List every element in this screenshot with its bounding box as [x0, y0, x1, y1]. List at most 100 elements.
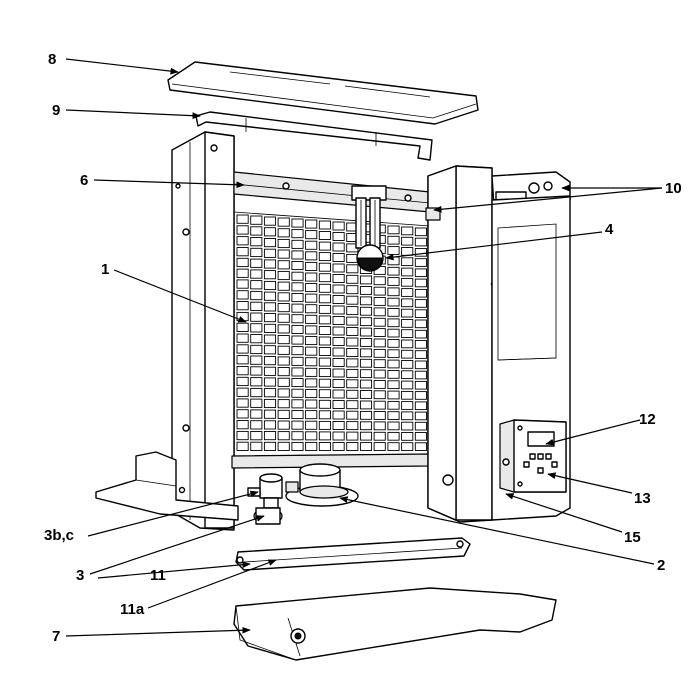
grid-cell: [318, 315, 331, 325]
grid-cell: [373, 286, 386, 296]
grid-cell: [414, 360, 427, 370]
grid-cell: [277, 356, 290, 366]
grid-cell: [401, 432, 414, 441]
grid-cell: [414, 442, 427, 451]
grid-cell: [318, 399, 331, 409]
grid-cell: [332, 274, 345, 283]
grid-cell: [305, 261, 318, 271]
callout-13: 13: [634, 490, 651, 507]
grid-cell: [346, 358, 359, 368]
pump-assembly: [285, 463, 359, 507]
grid-cell: [373, 359, 386, 369]
grid-cell: [250, 301, 263, 311]
grid-cell: [236, 301, 249, 311]
grid-cell: [305, 251, 318, 261]
grid-cell: [263, 441, 277, 451]
grid-cell: [305, 240, 318, 250]
grid-cell: [277, 238, 290, 249]
probe-assembly: [351, 185, 387, 272]
grid-cell: [263, 388, 277, 398]
grid-cell: [250, 312, 263, 322]
grid-cell: [305, 389, 318, 399]
grid-cell: [263, 398, 277, 409]
grid-cell: [346, 337, 359, 347]
grid-cell: [305, 378, 318, 388]
grid-cell: [373, 348, 386, 358]
grid-cell: [373, 431, 386, 441]
grid-cell: [236, 355, 249, 365]
water-valve: [247, 473, 299, 525]
grid-cell: [305, 410, 318, 420]
grid-cell: [291, 346, 304, 356]
grid-cell: [291, 303, 304, 313]
left-side-panel: [171, 131, 235, 531]
grid-cell: [401, 226, 414, 236]
grid-cell: [332, 253, 345, 262]
grid-cell: [387, 370, 400, 379]
grid-cell: [277, 249, 290, 259]
grid-cell: [414, 248, 427, 257]
grid-cell: [263, 248, 277, 258]
grid-cell: [373, 328, 386, 337]
grid-cell: [387, 421, 400, 431]
grid-cell: [263, 280, 277, 291]
grid-cell: [236, 333, 249, 343]
grid-cell: [250, 441, 263, 451]
grid-cell: [263, 431, 277, 441]
grid-cell: [291, 261, 304, 271]
grid-cell: [373, 390, 386, 400]
grid-cell: [387, 339, 400, 348]
grid-cell: [414, 299, 427, 308]
top-cover-panel: [167, 61, 479, 125]
grid-cell: [359, 296, 373, 306]
grid-cell: [401, 442, 414, 451]
grid-cell: [277, 217, 290, 227]
grid-cell: [250, 237, 263, 247]
grid-cell: [236, 290, 249, 300]
grid-cell: [346, 400, 359, 410]
grid-cell: [373, 421, 386, 431]
grid-cell: [236, 279, 249, 289]
top-channel: [195, 111, 433, 161]
grid-cell: [250, 334, 263, 344]
grid-cell: [291, 218, 304, 228]
grid-cell: [359, 358, 373, 368]
grid-cell: [250, 290, 263, 301]
evaporator-grid: [236, 214, 427, 451]
grid-cell: [291, 239, 304, 249]
grid-cell: [346, 442, 359, 451]
grid-cell: [318, 431, 331, 441]
grid-cell: [332, 379, 345, 388]
grid-cell: [318, 442, 331, 451]
grid-cell: [332, 316, 345, 325]
grid-cell: [291, 431, 304, 441]
grid-cell: [318, 410, 331, 420]
grid-cell: [236, 247, 249, 257]
grid-cell: [305, 293, 318, 303]
grid-cell: [291, 410, 304, 420]
grid-cell: [305, 367, 318, 377]
grid-cell: [414, 432, 427, 441]
grid-cell: [305, 420, 318, 430]
grid-cell: [277, 441, 290, 451]
grid-cell: [401, 390, 414, 400]
grid-cell: [414, 350, 427, 359]
grid-cell: [414, 258, 427, 267]
grid-cell: [318, 231, 331, 240]
grid-cell: [332, 337, 345, 346]
grid-cell: [387, 308, 400, 317]
grid-cell: [250, 226, 263, 236]
grid-cell: [305, 325, 318, 335]
grid-cell: [346, 431, 359, 441]
callout-11a: 11a: [120, 601, 145, 618]
grid-cell: [414, 380, 427, 390]
callout-12: 12: [639, 411, 656, 428]
grid-cell: [373, 411, 386, 420]
grid-cell: [332, 326, 345, 336]
grid-cell: [236, 409, 249, 419]
grid-cell: [414, 421, 427, 431]
ice-chute: [233, 587, 557, 661]
grid-cell: [401, 308, 414, 318]
grid-cell: [387, 442, 400, 451]
upper-rail: [233, 171, 431, 213]
